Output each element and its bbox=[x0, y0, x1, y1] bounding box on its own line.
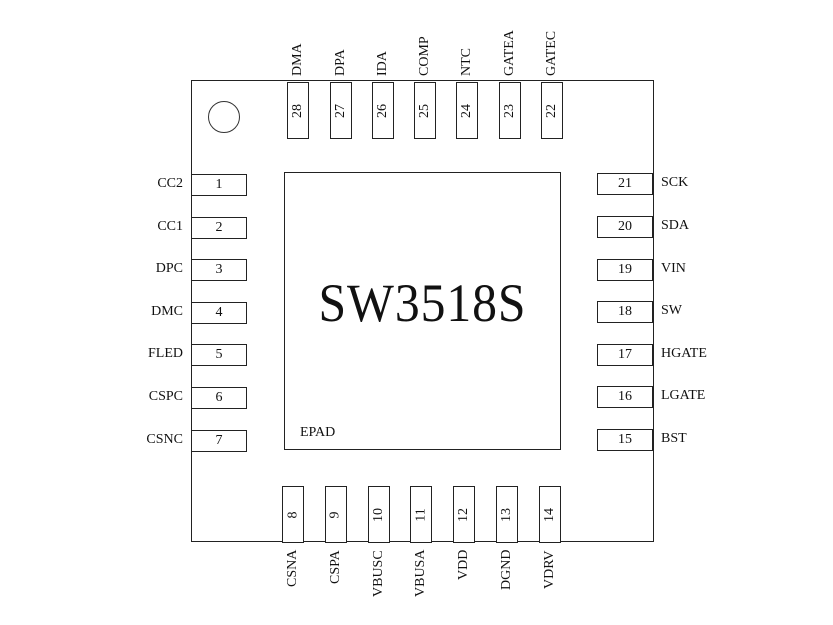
pin-number: 3 bbox=[215, 262, 223, 278]
pin-label-fled: FLED bbox=[148, 346, 183, 362]
pin-label-sw: SW bbox=[661, 303, 682, 319]
pin-28: 28 bbox=[287, 82, 310, 139]
pin-number: 7 bbox=[215, 432, 223, 448]
pin-21: 21 bbox=[597, 173, 653, 196]
pin-number: 12 bbox=[456, 507, 472, 522]
pin-number: 22 bbox=[544, 103, 559, 118]
pin-number: 14 bbox=[541, 507, 557, 522]
pin-6: 6 bbox=[191, 387, 247, 409]
pin-10: 10 bbox=[367, 486, 390, 543]
pin-16: 16 bbox=[597, 386, 653, 409]
pin-number: 20 bbox=[618, 219, 632, 234]
pin-label-ntc: NTC bbox=[459, 48, 475, 76]
pin-number: 21 bbox=[618, 176, 632, 192]
pin-5: 5 bbox=[191, 344, 247, 367]
pin-number: 23 bbox=[501, 103, 517, 118]
pin-number: 27 bbox=[332, 103, 348, 118]
pin-number: 1 bbox=[215, 177, 223, 192]
pin-number: 6 bbox=[215, 390, 223, 405]
pin-11: 11 bbox=[410, 486, 433, 543]
pin-label-comp: COMP bbox=[417, 36, 433, 76]
pin-number: 2 bbox=[215, 219, 223, 235]
exposed-pad bbox=[284, 172, 561, 450]
pin-number: 8 bbox=[285, 511, 300, 518]
pin-label-sck: SCK bbox=[661, 175, 689, 191]
pin-label-cc2: CC2 bbox=[157, 176, 183, 191]
pin-number: 25 bbox=[417, 103, 433, 118]
pin-label-vbusc: VBUSC bbox=[370, 550, 386, 597]
pin-label-gatec: GATEC bbox=[544, 30, 559, 76]
pin-label-cc1: CC1 bbox=[157, 218, 183, 234]
pin-label-gatea: GATEA bbox=[501, 30, 517, 76]
pin-number: 11 bbox=[413, 507, 429, 522]
pin-label-cspa: CSPA bbox=[327, 550, 343, 584]
pin-number: 9 bbox=[327, 511, 343, 518]
pin-label-dpa: DPA bbox=[332, 49, 348, 76]
pin-8: 8 bbox=[282, 486, 304, 543]
pin-number: 13 bbox=[499, 507, 514, 522]
pin-1: 1 bbox=[191, 174, 247, 196]
pin-label-vdd: VDD bbox=[456, 549, 472, 580]
pin-number: 4 bbox=[215, 304, 223, 320]
pin-number: 28 bbox=[290, 103, 306, 118]
pin-number: 17 bbox=[618, 346, 632, 362]
pin-number: 18 bbox=[618, 304, 632, 320]
pin-number: 16 bbox=[618, 389, 632, 405]
pin-label-vbusa: VBUSA bbox=[413, 549, 429, 597]
pin-label-csnc: CSNC bbox=[146, 431, 183, 447]
pin1-marker bbox=[208, 101, 240, 133]
pin-label-dma: DMA bbox=[290, 43, 306, 76]
pin-18: 18 bbox=[597, 301, 653, 324]
pin-label-bst: BST bbox=[661, 431, 687, 446]
pin-12: 12 bbox=[453, 486, 476, 543]
pin-number: 26 bbox=[374, 103, 390, 118]
pin-number: 19 bbox=[618, 261, 632, 277]
chip-name: SW3518S bbox=[318, 273, 527, 333]
pin-15: 15 bbox=[597, 429, 653, 451]
pin-label-dpc: DPC bbox=[155, 261, 183, 277]
pin-26: 26 bbox=[371, 82, 394, 139]
pin-label-sda: SDA bbox=[661, 218, 690, 233]
pin-17: 17 bbox=[597, 343, 653, 366]
pin-13: 13 bbox=[496, 486, 518, 543]
pin-number: 24 bbox=[459, 103, 475, 118]
pin-23: 23 bbox=[498, 82, 521, 139]
pin-label-vin: VIN bbox=[661, 260, 686, 276]
pin-label-dmc: DMC bbox=[151, 303, 183, 319]
pin-22: 22 bbox=[541, 82, 563, 139]
pin-number: 10 bbox=[370, 507, 386, 522]
pin-label-dgnd: DGND bbox=[499, 549, 514, 590]
pin-25: 25 bbox=[414, 82, 437, 139]
pin-2: 2 bbox=[191, 216, 247, 239]
pin-4: 4 bbox=[191, 301, 247, 324]
pin-label-lgate: LGATE bbox=[661, 388, 706, 404]
pin-label-cspc: CSPC bbox=[148, 389, 183, 404]
pin-19: 19 bbox=[597, 258, 653, 281]
pin-20: 20 bbox=[597, 216, 653, 238]
epad-label: EPAD bbox=[300, 425, 336, 440]
pin-number: 5 bbox=[215, 347, 223, 363]
pin-number: 15 bbox=[618, 432, 632, 447]
pin-label-hgate: HGATE bbox=[661, 345, 707, 361]
pin-24: 24 bbox=[456, 82, 479, 139]
pin-7: 7 bbox=[191, 429, 247, 452]
pin-label-vdrv: VDRV bbox=[541, 550, 557, 589]
pin-27: 27 bbox=[329, 82, 352, 139]
pin-label-ida: IDA bbox=[374, 51, 390, 76]
pin-14: 14 bbox=[538, 486, 561, 543]
pin-3: 3 bbox=[191, 259, 247, 282]
pin-9: 9 bbox=[324, 486, 347, 543]
pin-label-csna: CSNA bbox=[285, 549, 300, 587]
